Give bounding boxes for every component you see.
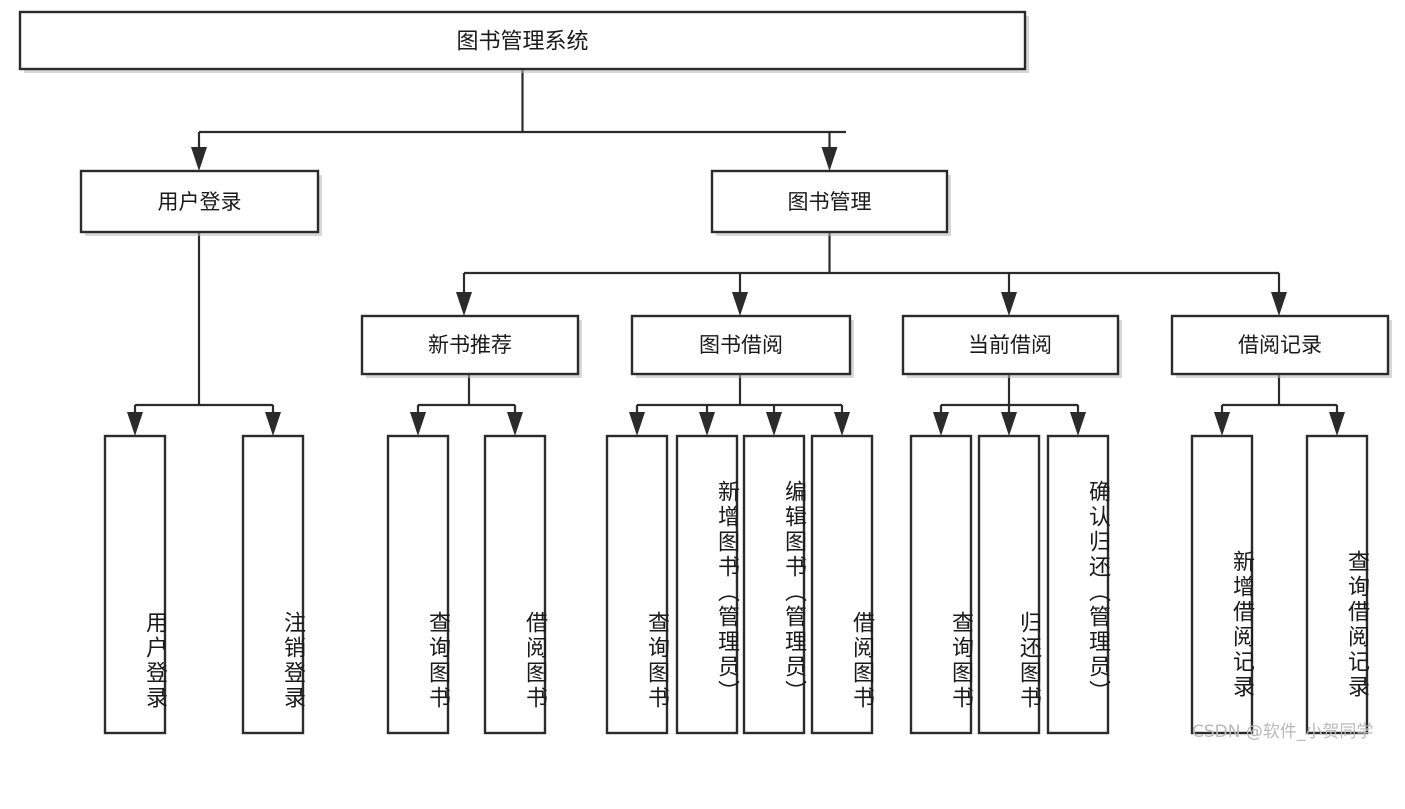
node-label-root: 图书管理系统 (456, 30, 588, 55)
arrow-to-bookmgmt (821, 147, 838, 171)
node-box-bookmgmt[interactable] (710, 169, 949, 234)
node-box-current[interactable] (901, 314, 1120, 376)
node-box-leaf9[interactable] (909, 434, 973, 735)
arrow-to-leaf4 (507, 412, 523, 436)
arrow-to-leaf5 (629, 412, 645, 436)
node-label-current: 当前借阅 (968, 333, 1052, 357)
csdn-watermark: CSDN @软件_小贺同学 (1192, 722, 1374, 742)
node-box-root[interactable] (18, 10, 1027, 71)
arrow-to-login (191, 147, 207, 171)
node-box-leaf13[interactable] (1305, 434, 1369, 735)
node-box-leaf12[interactable] (1190, 434, 1254, 735)
node-box-leaf7[interactable] (742, 434, 806, 735)
arrow-to-records (1271, 292, 1287, 316)
arrow-to-newbook (456, 292, 472, 316)
flowchart-diagram: 图书管理系统 用户登录 图书管理 新书推荐 图书借阅 当前借阅 借阅记录 (18, 10, 1392, 742)
node-box-leaf2[interactable] (241, 434, 305, 735)
arrow-to-leaf10 (1001, 412, 1017, 436)
node-box-leaf8[interactable] (810, 434, 874, 735)
arrow-to-leaf3 (410, 412, 426, 436)
node-box-leaf5[interactable] (605, 434, 669, 735)
arrow-to-leaf6 (699, 412, 715, 436)
node-box-login[interactable] (79, 169, 320, 234)
arrow-to-leaf9 (933, 412, 949, 436)
arrow-to-leaf13 (1329, 412, 1345, 436)
node-box-borrow[interactable] (630, 314, 852, 376)
arrow-to-borrow (732, 292, 748, 316)
node-label-login: 用户登录 (158, 190, 242, 214)
node-label-newbook: 新书推荐 (428, 333, 512, 357)
arrow-to-leaf7 (766, 412, 782, 436)
node-box-records[interactable] (1170, 314, 1390, 376)
node-layer: 图书管理系统 用户登录 图书管理 新书推荐 图书借阅 当前借阅 借阅记录 (18, 10, 1392, 735)
arrow-to-current (1001, 292, 1017, 316)
arrow-to-leaf1 (127, 412, 143, 436)
node-box-leaf4[interactable] (483, 434, 547, 735)
node-box-leaf10[interactable] (977, 434, 1041, 735)
arrow-to-leaf2 (265, 412, 281, 436)
arrow-to-leaf11 (1070, 412, 1086, 436)
arrow-to-leaf12 (1214, 412, 1230, 436)
node-label-borrow: 图书借阅 (699, 333, 783, 357)
node-label-bookmgmt: 图书管理 (788, 190, 872, 214)
node-box-newbook[interactable] (360, 314, 580, 376)
node-box-leaf11[interactable] (1046, 434, 1110, 735)
node-box-leaf6[interactable] (675, 434, 739, 735)
arrow-to-leaf8 (834, 412, 850, 436)
connector-layer (127, 69, 1345, 436)
node-label-records: 借阅记录 (1238, 333, 1322, 357)
node-box-leaf1[interactable] (103, 434, 167, 735)
diagram-canvas: 图书管理系统 用户登录 图书管理 新书推荐 图书借阅 当前借阅 借阅记录 (18, 10, 1392, 735)
node-box-leaf3[interactable] (386, 434, 450, 735)
